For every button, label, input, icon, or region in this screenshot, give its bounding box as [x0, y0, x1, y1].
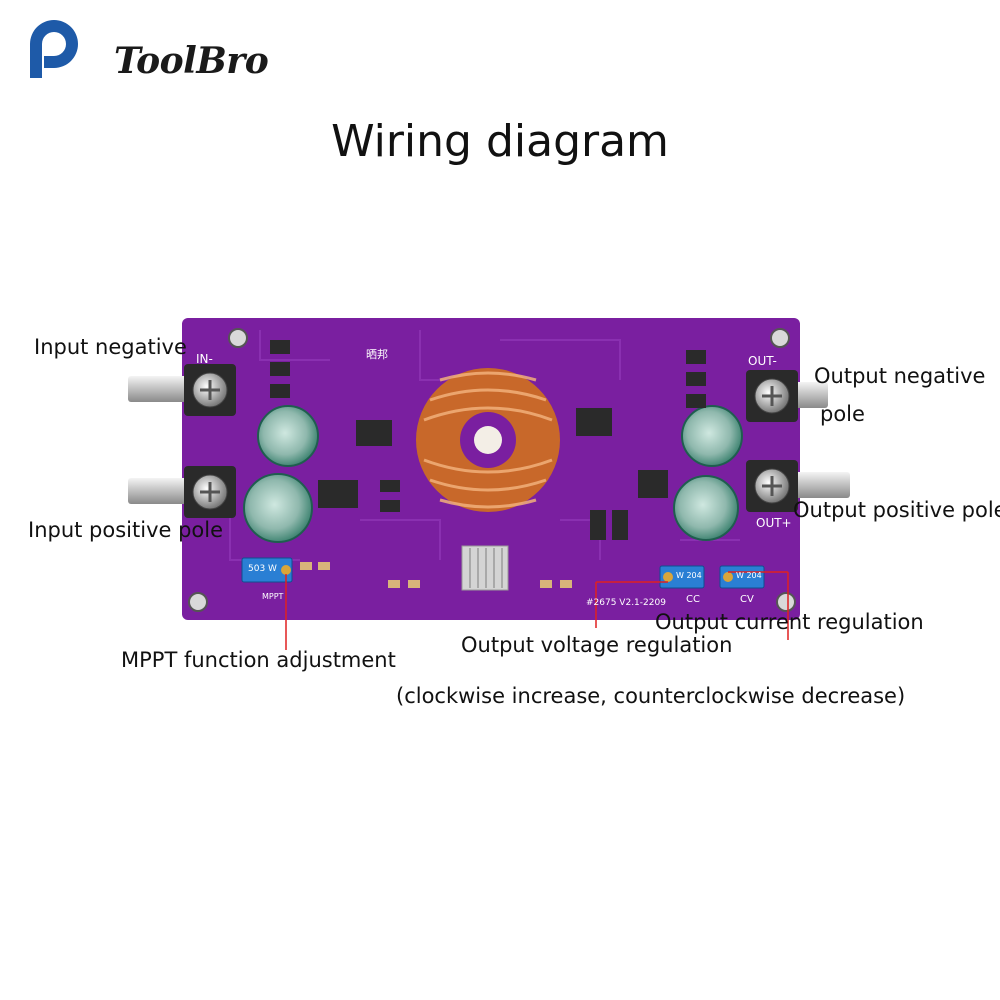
silk-in-minus: IN- — [196, 352, 213, 366]
label-output-negative-line1: Output negative — [814, 364, 986, 388]
input-terminal-negative — [128, 364, 236, 416]
potentiometer-mppt — [241, 557, 293, 583]
toolbro-logo-mark-icon — [30, 20, 78, 78]
page-title: Wiring diagram — [331, 116, 669, 167]
silk-pot-cv: W 204 — [736, 571, 762, 580]
silk-pot-cc: W 204 — [676, 571, 702, 580]
brand-name: ToolBro — [114, 40, 269, 82]
silk-cc: CC — [686, 594, 700, 605]
label-rotation-note: (clockwise increase, counterclockwise de… — [396, 684, 906, 708]
toolbro-logo: ToolBro — [18, 14, 269, 86]
silk-cv: CV — [740, 594, 754, 605]
toroid-inductor — [416, 368, 560, 512]
input-terminal-positive — [128, 466, 236, 518]
capacitors — [243, 405, 743, 543]
leader-lines — [285, 571, 789, 650]
label-output-current-regulation: Output current regulation — [655, 610, 924, 634]
label-output-voltage-regulation: Output voltage regulation — [461, 633, 733, 657]
mounting-holes — [188, 328, 796, 612]
label-output-negative-line2: pole — [820, 402, 865, 426]
silk-pot-mppt: 503 W — [248, 564, 277, 574]
label-mppt-adjustment: MPPT function adjustment — [121, 648, 396, 672]
label-input-negative: Input negative — [34, 335, 187, 359]
silk-maker: 晒邦 — [366, 348, 388, 361]
output-terminal-negative — [746, 370, 828, 422]
label-input-positive: Input positive pole — [28, 518, 224, 542]
silk-mppt: MPPT — [262, 592, 284, 601]
silk-version: #2675 V2.1-2209 — [586, 598, 666, 608]
silk-out-plus: OUT+ — [756, 516, 792, 530]
output-terminal-positive — [746, 460, 850, 512]
label-output-positive: Output positive pole — [793, 498, 1000, 522]
silk-out-minus: OUT- — [748, 354, 777, 368]
potentiometer-cc — [659, 565, 705, 589]
